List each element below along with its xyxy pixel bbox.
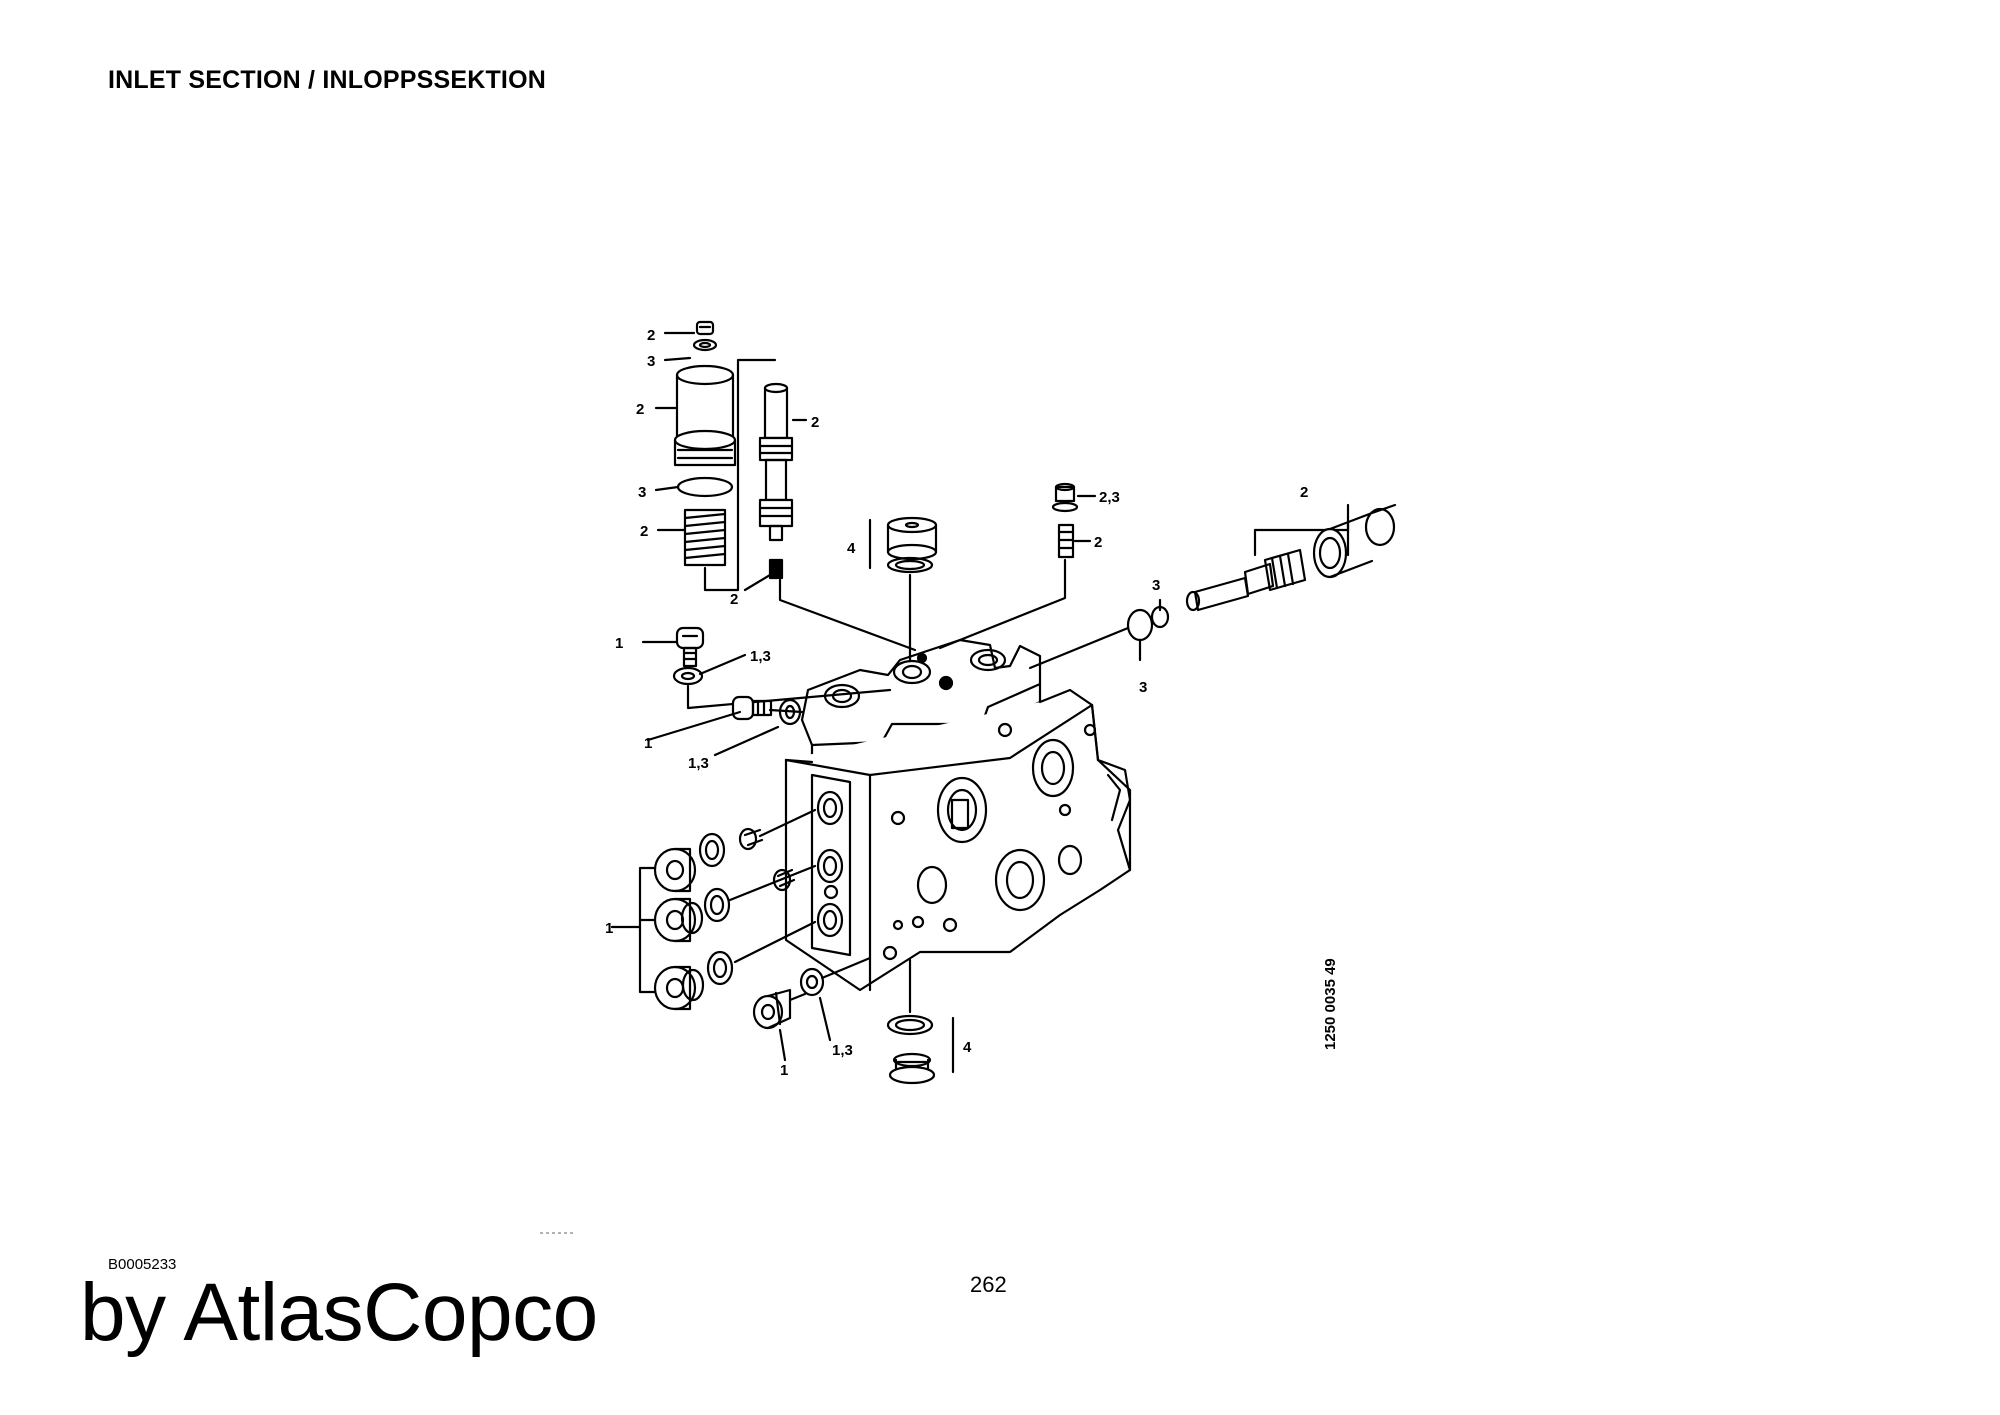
callout-label: 1 bbox=[644, 735, 652, 752]
callout-label: 2 bbox=[647, 327, 655, 344]
callout-labels: 2 3 2 2 3 2 2 4 2,3 2 2 3 3 1 1,3 1 1,3 … bbox=[605, 327, 1308, 1079]
callout-label: 1,3 bbox=[750, 648, 771, 665]
callout-label: 2,3 bbox=[1099, 489, 1120, 506]
banjo-bolt-upper bbox=[672, 626, 892, 710]
callout-label: 1 bbox=[780, 1062, 788, 1079]
callout-label: 1,3 bbox=[832, 1042, 853, 1059]
callout-label: 2 bbox=[1094, 534, 1102, 551]
drawing-code: B0005233 bbox=[108, 1256, 177, 1273]
callout-label: 4 bbox=[963, 1039, 972, 1056]
callout-label: 1 bbox=[605, 920, 613, 937]
relief-valve-assembly bbox=[673, 320, 917, 652]
callout-label: 3 bbox=[1139, 679, 1147, 696]
cap-plug-bottom bbox=[886, 958, 955, 1085]
side-screw-upper bbox=[646, 695, 804, 757]
page-title: INLET SECTION / INLOPPSSEKTION bbox=[108, 66, 546, 94]
cartridge-assembly bbox=[1028, 503, 1397, 670]
callout-label: 2 bbox=[1300, 484, 1308, 501]
callout-label: 2 bbox=[640, 523, 648, 540]
callout-label: 1 bbox=[615, 635, 623, 652]
callout-label: 2 bbox=[811, 414, 819, 431]
drawing-number: 1250 0035 49 bbox=[1322, 958, 1339, 1050]
callout-label: 3 bbox=[1152, 577, 1160, 594]
callout-label: 4 bbox=[847, 540, 856, 557]
callout-label: 2 bbox=[730, 591, 738, 608]
callout-label: 3 bbox=[638, 484, 646, 501]
callout-label: 3 bbox=[647, 353, 655, 370]
callout-label: 2 bbox=[636, 401, 644, 418]
small-plug-assembly bbox=[938, 482, 1079, 650]
valve-body bbox=[784, 638, 1132, 992]
page-number: 262 bbox=[970, 1272, 1007, 1297]
cap-plug-top bbox=[868, 516, 938, 662]
banjo-bolt-lower bbox=[752, 956, 872, 1062]
leader-lines bbox=[610, 331, 1097, 929]
plug-group-left bbox=[638, 808, 817, 1011]
brand-logo-text: by AtlasCopco bbox=[80, 1267, 598, 1358]
callout-label: 1,3 bbox=[688, 755, 709, 772]
